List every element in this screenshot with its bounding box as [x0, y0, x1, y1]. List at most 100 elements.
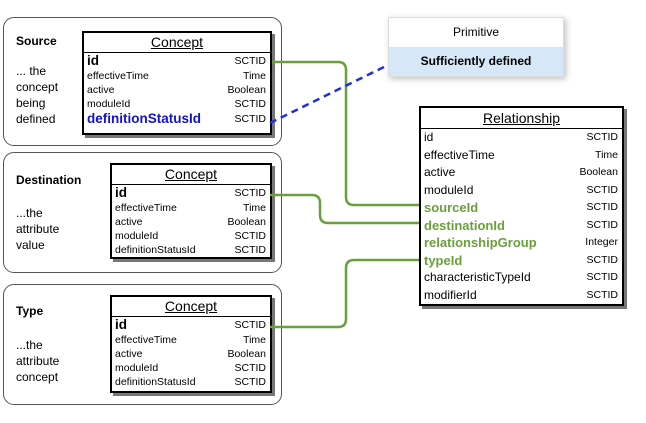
table-row: definitionStatusId SCTID — [112, 375, 270, 389]
source-link — [272, 60, 419, 207]
field-name: active — [87, 84, 115, 96]
table-row: effectiveTime Time — [112, 333, 270, 347]
desc-line: attribute — [16, 354, 60, 368]
table-row: sourceId SCTID — [421, 199, 622, 217]
field-type: SCTID — [586, 201, 619, 213]
table-header: Concept — [112, 165, 270, 185]
table-row: active Boolean — [112, 215, 270, 229]
desc-line: ...the — [16, 338, 43, 352]
field-name: destinationId — [424, 217, 505, 233]
table-header: Relationship — [421, 108, 622, 129]
definition-status-link — [269, 64, 387, 125]
type-link — [270, 258, 419, 329]
primitive-box: Primitive Sufficiently defined — [388, 17, 564, 77]
type-panel-description: ...the attribute concept — [16, 337, 59, 385]
source-panel: Source ... the concept being defined Con… — [3, 17, 282, 146]
field-type: SCTID — [234, 98, 267, 110]
desc-line: being — [16, 96, 46, 110]
desc-line: value — [16, 238, 45, 252]
field-type: Time — [243, 70, 266, 82]
table-row: destinationId SCTID — [421, 217, 622, 235]
field-name: sourceId — [424, 200, 479, 215]
field-name: moduleId — [115, 230, 159, 242]
field-type: Integer — [585, 236, 618, 248]
table-row: active Boolean — [421, 164, 622, 182]
field-name: effectiveTime — [115, 334, 177, 346]
field-name: effectiveTime — [424, 147, 495, 162]
field-type: SCTID — [234, 230, 267, 242]
field-name: moduleId — [87, 98, 131, 110]
field-name: moduleId — [115, 362, 159, 374]
field-type: Time — [595, 148, 618, 161]
table-row: moduleId SCTID — [421, 182, 622, 200]
field-type: SCTID — [586, 131, 619, 143]
table-header: Concept — [112, 297, 270, 317]
field-type: SCTID — [234, 319, 267, 331]
desc-line: concept — [16, 370, 59, 384]
table-row: id SCTID — [84, 53, 270, 69]
table-header: Concept — [84, 33, 270, 53]
field-type: SCTID — [234, 113, 267, 125]
desc-line: defined — [16, 112, 56, 126]
field-name: id — [115, 185, 127, 200]
field-name: id — [115, 317, 127, 332]
field-name: id — [424, 130, 434, 144]
desc-line: ... the — [16, 64, 47, 78]
destination-panel-title: Destination — [16, 173, 82, 187]
field-name: definitionStatusId — [115, 376, 196, 388]
field-type: SCTID — [234, 187, 267, 199]
table-row: moduleId SCTID — [112, 361, 270, 375]
destination-panel: Destination ...the attribute value Conce… — [3, 152, 282, 273]
field-type: Time — [243, 334, 266, 346]
field-type: Boolean — [227, 216, 266, 228]
desc-line: ...the — [16, 206, 43, 220]
table-row: id SCTID — [112, 185, 270, 201]
field-type: SCTID — [234, 376, 267, 388]
field-type: SCTID — [234, 55, 267, 67]
field-name: characteristicTypeId — [424, 270, 531, 284]
field-name: relationshipGroup — [424, 235, 537, 250]
field-name: moduleId — [424, 182, 474, 197]
table-row: characteristicTypeId SCTID — [421, 269, 622, 287]
field-type: SCTID — [586, 271, 619, 283]
primitive-title: Primitive — [452, 25, 499, 39]
field-type: SCTID — [586, 253, 619, 266]
table-row: moduleId SCTID — [84, 97, 270, 111]
field-name: id — [87, 53, 99, 68]
field-name: modifierId — [424, 287, 477, 302]
field-type: SCTID — [234, 244, 267, 256]
desc-line: concept — [16, 80, 59, 94]
table-row: moduleId SCTID — [112, 229, 270, 243]
destination-link — [270, 193, 419, 225]
field-type: SCTID — [234, 362, 267, 374]
field-type: Boolean — [579, 166, 618, 178]
destination-panel-description: ...the attribute value — [16, 205, 59, 253]
field-name: active — [424, 165, 456, 179]
field-name: definitionStatusId — [87, 111, 201, 126]
type-panel-title: Type — [16, 304, 44, 318]
table-row: id SCTID — [112, 317, 270, 333]
type-panel: Type ...the attribute concept Concept id… — [3, 284, 282, 405]
field-type: SCTID — [586, 218, 619, 231]
field-type: SCTID — [586, 183, 619, 196]
field-type: Boolean — [227, 348, 266, 360]
field-name: effectiveTime — [87, 70, 149, 82]
table-row: relationshipGroup Integer — [421, 234, 622, 252]
source-panel-description: ... the concept being defined — [16, 63, 58, 127]
table-row: effectiveTime Time — [421, 147, 622, 165]
field-type: Time — [243, 202, 266, 214]
table-row: id SCTID — [421, 129, 622, 147]
source-panel-title: Source — [16, 34, 57, 48]
table-row: definitionStatusId SCTID — [84, 111, 270, 127]
field-type: SCTID — [586, 288, 619, 301]
table-row: typeId SCTID — [421, 252, 622, 270]
field-name: typeId — [424, 252, 463, 268]
field-name: active — [115, 216, 143, 228]
desc-line: attribute — [16, 222, 60, 236]
